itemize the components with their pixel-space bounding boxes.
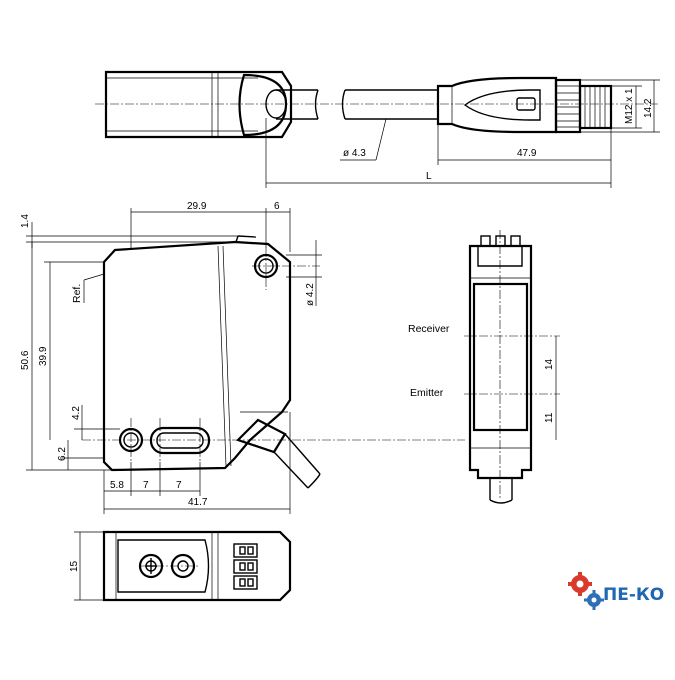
- dip-switch-1: [233, 543, 258, 558]
- height-label: 50.6: [20, 350, 31, 370]
- width-top-label: 29.9: [187, 201, 207, 212]
- side-button-1: [480, 235, 491, 247]
- connector-body: [436, 76, 558, 134]
- thread-label: M12 x 1: [624, 88, 635, 124]
- blue-gear-icon: [584, 590, 604, 610]
- side-view: Receiver Emitter 14 11: [408, 230, 560, 504]
- m12-thread: [578, 84, 613, 130]
- red-gear-icon: [568, 572, 592, 596]
- offset-top-label: 1.4: [20, 214, 31, 228]
- dip-switch-2: [233, 559, 258, 574]
- side-outline: [468, 244, 533, 480]
- top-view: ø 4.3 47.9 L M12 x 1 14.2: [95, 70, 660, 188]
- hole-diameter-label: ø 4.2: [305, 283, 316, 306]
- watermark-text: ПЕ-КО: [603, 585, 664, 605]
- offset-right-label: 6: [274, 201, 280, 212]
- front-view: 29.9 6 1.4 50.6 39.9 Ref. ø 4.2 4.2 6.2: [20, 201, 465, 514]
- connector-length-label: 47.9: [517, 148, 537, 159]
- connector-height-label: 14.2: [643, 98, 654, 118]
- height-inner-label: 39.9: [38, 346, 49, 366]
- knurled-nut: [554, 78, 582, 134]
- optical-window: [472, 282, 529, 432]
- side-button-3: [510, 235, 521, 247]
- side-button-2: [495, 235, 506, 247]
- receiver-label: Receiver: [408, 323, 450, 335]
- receiver-dim-label: 14: [544, 358, 555, 370]
- total-length-label: L: [426, 171, 432, 182]
- hole-x-label: 5.8: [110, 480, 124, 491]
- sensor-top-outline: [104, 70, 293, 139]
- cable-diameter-label: ø 4.3: [343, 148, 366, 159]
- bottom-offset-label: 6.2: [57, 447, 68, 461]
- pitch-2-label: 7: [176, 480, 182, 491]
- ref-label: Ref.: [71, 284, 83, 303]
- emitter-label: Emitter: [410, 387, 444, 399]
- bottom-view: 15: [69, 530, 292, 602]
- dip-switch-3: [233, 575, 258, 590]
- depth-label: 15: [69, 560, 80, 572]
- lens-offset-label: 4.2: [71, 406, 82, 420]
- cable-gland: [238, 73, 288, 137]
- emitter-dim-label: 11: [544, 412, 555, 423]
- mount-slot: [149, 426, 211, 455]
- width-label: 41.7: [188, 497, 208, 508]
- watermark-logo: ПЕ-КО: [568, 572, 664, 610]
- pitch-1-label: 7: [143, 480, 149, 491]
